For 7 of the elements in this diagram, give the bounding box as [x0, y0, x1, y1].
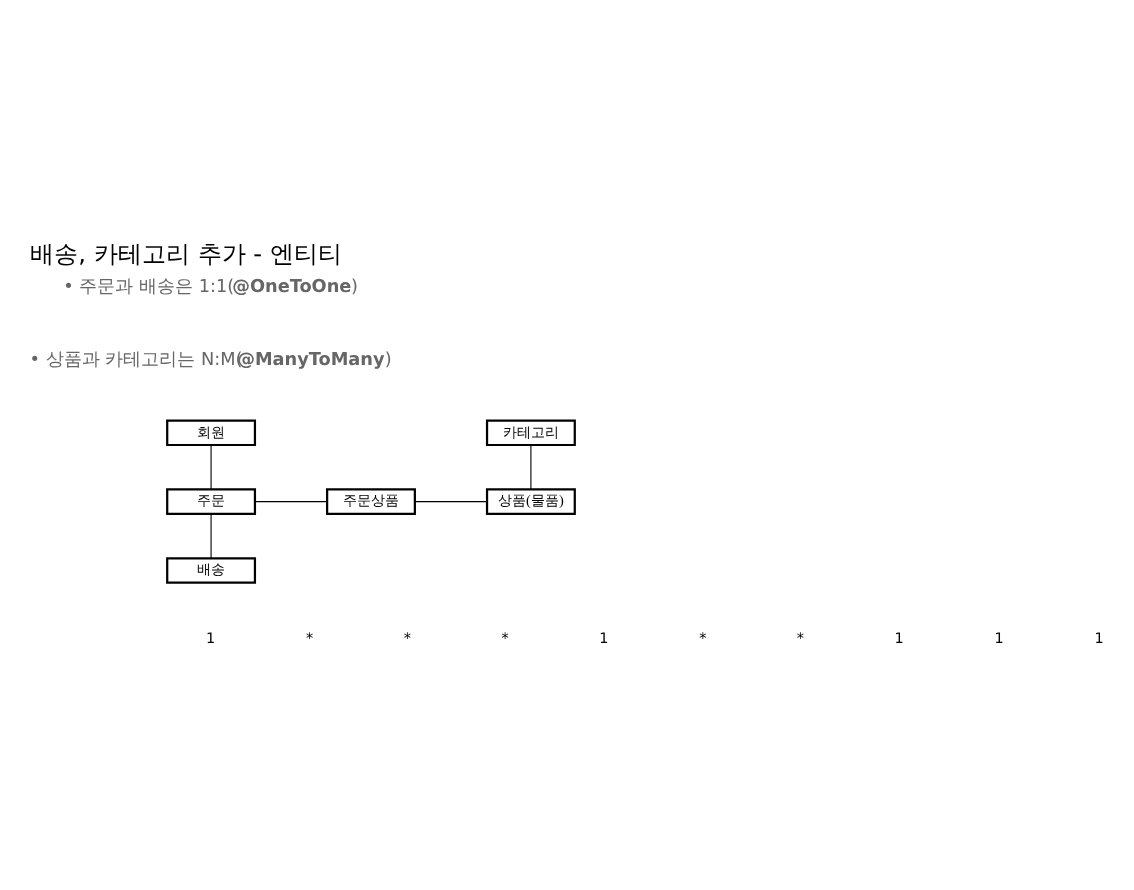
connector: [414, 501, 488, 503]
connector: [210, 513, 212, 559]
connector: [210, 444, 212, 490]
label: • 주문과 배송은 1:1(@OneToOne): [63, 277, 358, 298]
connector: [254, 501, 328, 503]
diagram-title: 배송, 카테고리 추가 - 엔티티: [30, 240, 342, 269]
connector: [530, 444, 532, 490]
